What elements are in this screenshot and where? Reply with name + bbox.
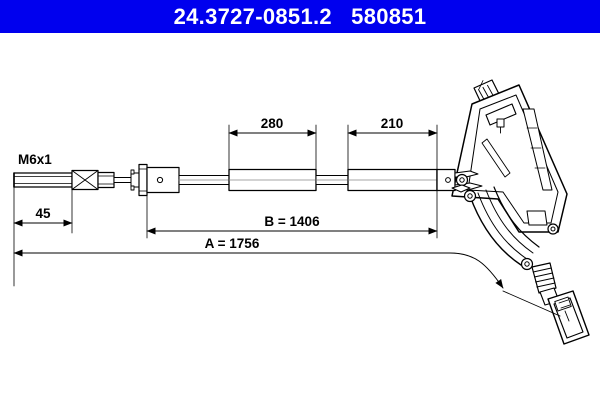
dim-A-label: A = 1756 <box>205 236 260 251</box>
cable-shaft-2 <box>315 175 349 185</box>
dim-210-label: 210 <box>381 116 404 131</box>
dim-280-label: 280 <box>261 116 284 131</box>
adjuster-nut <box>71 169 99 191</box>
cable-shaft-1 <box>178 175 230 185</box>
dim-210 <box>347 124 438 170</box>
guide-arc-mid2 <box>485 189 534 254</box>
bracket-window <box>526 210 548 226</box>
threaded-rod <box>13 172 73 188</box>
thread-label: M6x1 <box>18 152 52 167</box>
bracket-tab <box>496 118 505 128</box>
dim-B-label: B = 1406 <box>264 214 320 229</box>
rod-collar <box>97 171 115 189</box>
guide-arc-mid1 <box>477 192 528 260</box>
dim-B <box>146 190 438 239</box>
thin-rod <box>113 177 132 183</box>
header-banner: 24.3727-0851.2 580851 <box>0 0 600 33</box>
sleeve-210 <box>347 168 438 192</box>
bracket-rib <box>522 108 553 191</box>
technical-drawing: M6x1 45 280 210 B = 1406 A = 1756 <box>0 33 600 400</box>
entry-tab <box>451 184 471 193</box>
mounting-bracket <box>436 79 568 271</box>
ferrule-fitting <box>130 163 180 197</box>
dim-280 <box>228 124 317 170</box>
bracket-slot-upper <box>485 103 517 126</box>
guide-arc-outer <box>469 195 522 266</box>
drawing-canvas: M6x1 45 280 210 B = 1406 A = 1756 <box>13 79 590 345</box>
bracket-stiffener <box>481 138 511 178</box>
page-title: 24.3727-0851.2 580851 <box>173 3 427 29</box>
pivot-eyes <box>455 173 559 271</box>
sleeve-280 <box>228 168 317 192</box>
dim-45-label: 45 <box>35 206 51 221</box>
dim-A <box>13 249 561 317</box>
lower-ribbed-boot <box>531 262 557 294</box>
cable-end-fitting <box>531 262 590 345</box>
guide-arc-inner <box>493 186 540 248</box>
bracket-plate <box>451 84 568 233</box>
dim-45 <box>13 186 73 287</box>
